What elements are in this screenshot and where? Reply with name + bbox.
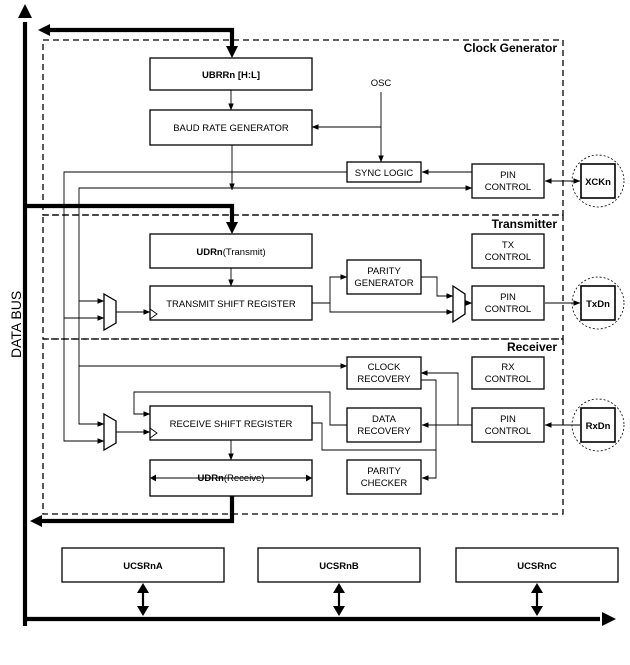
data-bus-top-arrow (18, 4, 32, 18)
rx-control (471, 356, 545, 390)
ucsra-label: UCSRnA (123, 561, 163, 572)
transmitter-title: Transmitter (492, 217, 558, 231)
data-bus-right-arrow (602, 612, 616, 626)
tx-shift-clock-marker (149, 308, 158, 320)
xck-pin (580, 163, 616, 199)
tx-clock-mux (103, 292, 117, 332)
parity-checker-line1: PARITY (367, 466, 401, 477)
ubrr-register (149, 57, 313, 91)
udr-rx-name: UDRn (197, 473, 224, 484)
rx-control-line1: RX (501, 362, 515, 373)
clock-recovery-line2: RECOVERY (357, 374, 411, 385)
data-recovery-line2: RECOVERY (357, 426, 411, 437)
rx-shift-clock-marker (149, 427, 158, 439)
parity-checker (346, 459, 422, 495)
pin-control-rx (471, 407, 545, 443)
parity-gen-line2: GENERATOR (354, 278, 413, 289)
rxd-pin (580, 407, 616, 443)
ubrr-label: UBRRn [H:L] (202, 70, 260, 81)
bus-from-udr-receive (42, 496, 235, 524)
receiver-frame (42, 338, 564, 515)
signal-wires (63, 90, 581, 481)
pin-control-clock-line2: CONTROL (485, 182, 531, 193)
udr-tx-name: UDRn (196, 247, 223, 258)
pin-control-clock (471, 163, 545, 199)
pin-control-rx-line2: CONTROL (485, 426, 531, 437)
tx-control (471, 233, 545, 269)
ucsrc-register (455, 547, 619, 583)
txd-pin-label: TxDn (586, 299, 610, 310)
ucsrb-label: UCSRnB (319, 561, 359, 572)
xck-pin-label: XCKn (585, 177, 611, 188)
data-recovery (346, 407, 422, 443)
data-bus-label: DATA BUS (8, 291, 24, 358)
bus-to-udr-transmit (25, 203, 235, 222)
baud-label: BAUD RATE GENERATOR (173, 123, 289, 134)
rx-control-line2: CONTROL (485, 374, 531, 385)
ucsrc-label: UCSRnC (517, 561, 557, 572)
udr-tx-suffix: (Transmit) (223, 247, 266, 258)
ucsrb-register (257, 547, 421, 583)
parity-checker-line2: CHECKER (361, 478, 408, 489)
tx-control-line1: TX (502, 240, 515, 251)
clock-generator-title: Clock Generator (464, 41, 558, 55)
svg-text:UDRn(Transmit): UDRn(Transmit) (196, 247, 265, 258)
rx-clock-mux (103, 412, 117, 452)
osc-label: OSC (371, 78, 392, 89)
receiver-title: Receiver (507, 340, 557, 354)
tx-output-mux (452, 284, 466, 324)
pin-control-tx-line2: CONTROL (485, 304, 531, 315)
ucsra-register (61, 547, 225, 583)
parity-gen-line1: PARITY (367, 266, 401, 277)
tx-control-line2: CONTROL (485, 252, 531, 263)
txd-pin (580, 285, 616, 321)
svg-text:UDRn(Receive): UDRn(Receive) (197, 473, 264, 484)
rx-shift-label: RECEIVE SHIFT REGISTER (170, 419, 293, 430)
tx-shift-label: TRANSMIT SHIFT REGISTER (166, 299, 296, 310)
clock-recovery-line1: CLOCK (368, 362, 401, 373)
pin-control-clock-line1: PIN (500, 170, 516, 181)
udr-transmit-register (149, 233, 313, 269)
pin-control-rx-line1: PIN (500, 414, 516, 425)
udr-rx-suffix: (Receive) (224, 473, 265, 484)
pin-control-tx-line1: PIN (500, 292, 516, 303)
sync-label: SYNC LOGIC (355, 168, 414, 179)
bus-to-ubrr (44, 27, 235, 46)
data-recovery-line1: DATA (372, 414, 397, 425)
rxd-pin-label: RxDn (586, 421, 611, 432)
